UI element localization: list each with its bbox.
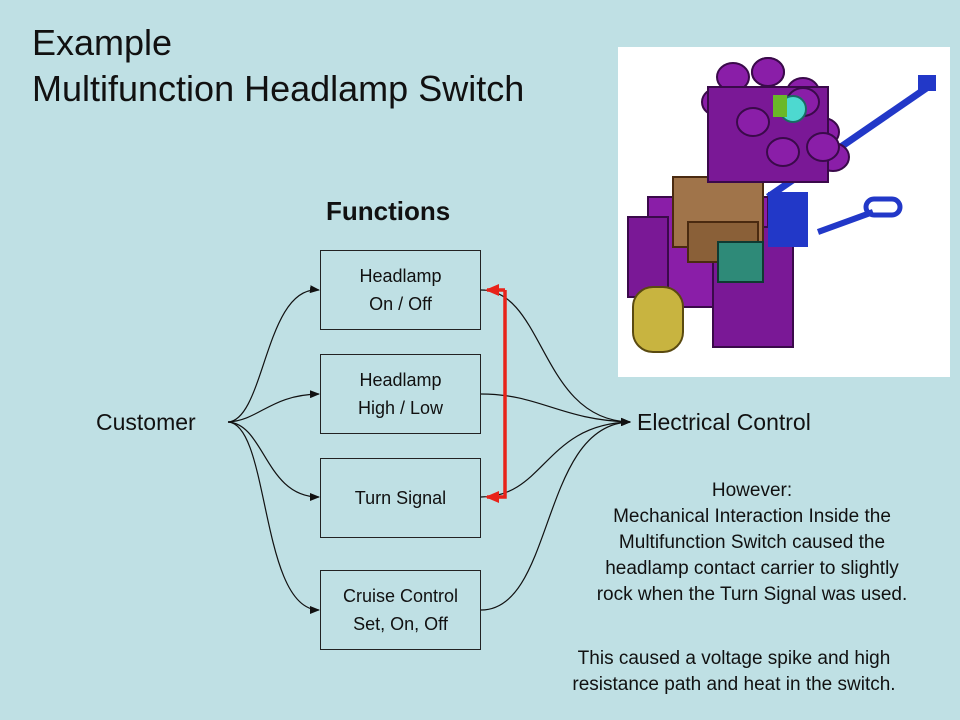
interaction-arrow bbox=[485, 284, 507, 503]
note-line: This caused a voltage spike and high bbox=[577, 648, 891, 669]
title-line-1: Example bbox=[32, 22, 173, 63]
customer-to-turn-signal-line bbox=[227, 421, 320, 501]
function-label: High / Low bbox=[357, 398, 444, 418]
page-title: Example Multifunction Headlamp Switch bbox=[32, 20, 524, 112]
function-label: Turn Signal bbox=[354, 488, 447, 508]
function-label: Cruise Control bbox=[342, 586, 459, 606]
function-label: On / Off bbox=[369, 294, 432, 314]
function-box-headlamp-highlow: Headlamp High / Low bbox=[320, 354, 481, 434]
switch-illustration-drawing bbox=[627, 57, 936, 353]
functions-heading: Functions bbox=[326, 196, 451, 226]
function-label: Headlamp bbox=[359, 266, 442, 286]
however-note: However: Mechanical Interaction Inside t… bbox=[552, 478, 952, 608]
customer-to-headlamp-onoff-line bbox=[227, 285, 320, 423]
note-line: rock when the Turn Signal was used. bbox=[596, 584, 908, 605]
function-label: Headlamp bbox=[359, 370, 442, 390]
result-note: This caused a voltage spike and high res… bbox=[524, 646, 944, 698]
switch-illustration bbox=[618, 47, 950, 377]
function-label: Set, On, Off bbox=[353, 614, 448, 634]
function-box-headlamp-onoff: Headlamp On / Off bbox=[320, 250, 481, 330]
note-line: However: bbox=[711, 480, 793, 501]
customer-to-headlamp-highlow-line bbox=[227, 390, 320, 423]
note-line: resistance path and heat in the switch. bbox=[572, 674, 896, 695]
function-box-turn-signal: Turn Signal bbox=[320, 458, 481, 538]
headlamp-onoff-to-electrical-line bbox=[480, 289, 631, 426]
electrical-control-label: Electrical Control bbox=[637, 409, 811, 435]
note-line: headlamp contact carrier to slightly bbox=[605, 558, 899, 579]
turn-signal-to-electrical-line bbox=[480, 418, 631, 498]
headlamp-highlow-to-electrical-line bbox=[480, 393, 631, 426]
title-line-2: Multifunction Headlamp Switch bbox=[32, 68, 525, 109]
customer-to-cruise-control-line bbox=[227, 421, 320, 614]
note-line: Mechanical Interaction Inside the bbox=[613, 506, 891, 527]
note-line: Multifunction Switch caused the bbox=[618, 532, 886, 553]
customer-label: Customer bbox=[96, 409, 196, 435]
function-box-cruise-control: Cruise Control Set, On, Off bbox=[320, 570, 481, 650]
cruise-control-to-electrical-line bbox=[480, 418, 631, 611]
